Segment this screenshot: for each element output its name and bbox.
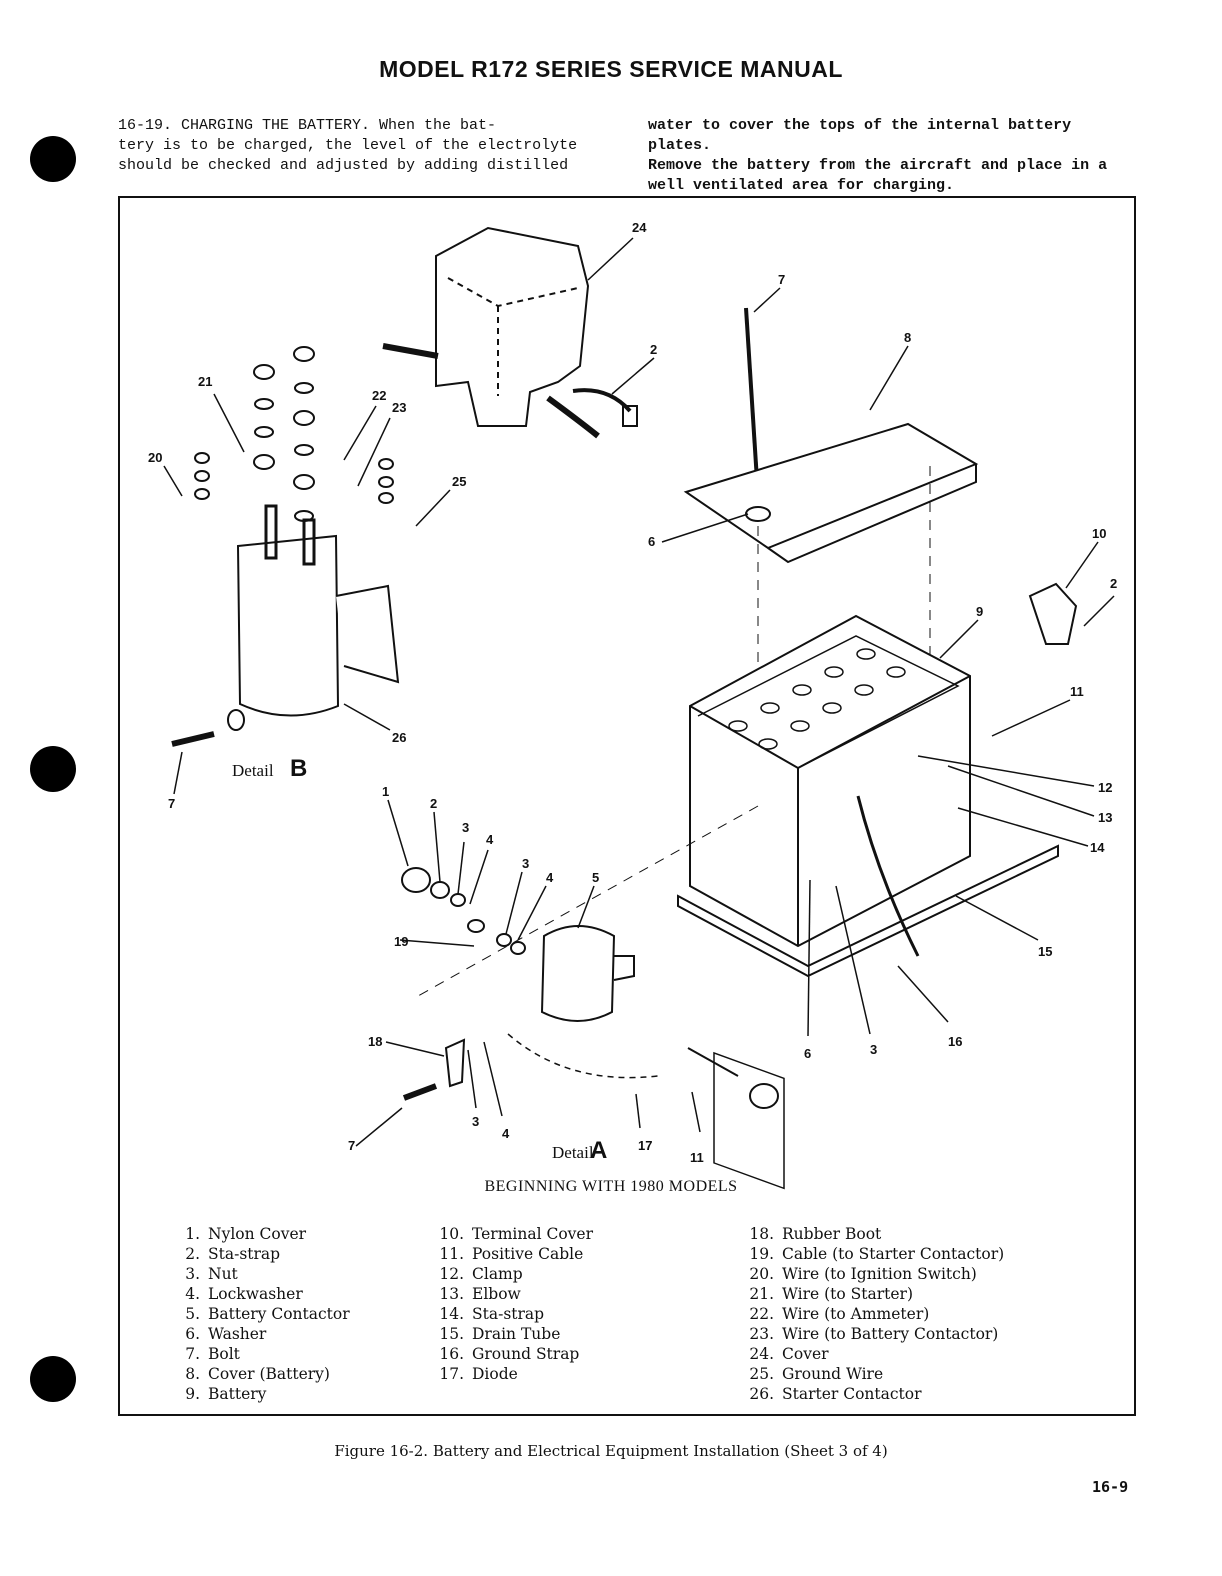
starter-contactor-drawing — [171, 504, 400, 747]
callout-label: 8 — [904, 330, 911, 345]
legend-item: 2.Sta-strap — [185, 1245, 281, 1263]
callout-label: 17 — [638, 1138, 652, 1153]
legend-item: 15.Drain Tube — [439, 1325, 561, 1343]
callout-label: 23 — [392, 400, 406, 415]
battery-drawing — [677, 614, 1059, 1190]
legend-column-2: 10.Terminal Cover 11.Positive Cable 12.C… — [434, 1224, 593, 1384]
paragraph-col-1: 16-19. CHARGING THE BATTERY. When the ba… — [118, 116, 608, 176]
legend-item: 8.Cover (Battery) — [185, 1365, 330, 1383]
callout-label: 19 — [394, 934, 408, 949]
exploded-view-diagram: 24 7 2 8 21 22 23 20 25 6 10 2 9 11 26 7… — [148, 220, 1117, 1190]
callout-label: 3 — [472, 1114, 479, 1129]
binder-hole-2 — [30, 746, 76, 792]
legend-item: 25.Ground Wire — [749, 1365, 884, 1383]
callout-label: 15 — [1038, 944, 1052, 959]
callout-label: 5 — [592, 870, 599, 885]
callout-label: 7 — [348, 1138, 355, 1153]
hardware-stack-b — [194, 346, 394, 522]
callout-label: 22 — [372, 388, 386, 403]
callout-label: 3 — [462, 820, 469, 835]
legend-item: 4.Lockwasher — [185, 1285, 303, 1303]
legend-column-1: 1.Nylon Cover 2.Sta-strap 3.Nut 4.Lockwa… — [170, 1224, 350, 1404]
page-number: 16-9 — [1092, 1478, 1129, 1496]
detail-a-label: Detail A — [552, 1137, 607, 1164]
callout-label: 4 — [486, 832, 494, 847]
callout-label: 6 — [804, 1046, 811, 1061]
callout-label: 7 — [168, 796, 175, 811]
callout-label: 21 — [198, 374, 212, 389]
battery-cover-drawing — [683, 307, 979, 676]
callout-label: 7 — [778, 272, 785, 287]
legend-item: 11.Positive Cable — [439, 1245, 584, 1263]
detail-b-letter: B — [290, 755, 307, 782]
callout-label: 24 — [632, 220, 647, 235]
legend-item: 6.Washer — [185, 1325, 267, 1343]
legend-item: 23.Wire (to Battery Contactor) — [749, 1325, 999, 1343]
binder-hole-1 — [30, 136, 76, 182]
models-caption: BEGINNING WITH 1980 MODELS — [484, 1178, 738, 1195]
callout-label: 10 — [1092, 526, 1106, 541]
legend-column-3: 18.Rubber Boot 19.Cable (to Starter Cont… — [744, 1224, 1004, 1404]
callout-label: 4 — [502, 1126, 510, 1141]
binder-hole-3 — [30, 1356, 76, 1402]
callout-label: 13 — [1098, 810, 1112, 825]
detail-b-label: Detail B — [232, 755, 307, 782]
leader-lines — [163, 237, 1115, 1147]
paragraph-line: well ventilated area for charging. — [648, 177, 955, 194]
cover-drawing — [382, 226, 638, 439]
paragraph-line: tery is to be charged, the level of the … — [118, 137, 578, 154]
legend-item: 7.Bolt — [185, 1345, 240, 1363]
legend-item: 26.Starter Contactor — [749, 1385, 922, 1403]
figure-frame — [118, 196, 1136, 1416]
callout-label: 2 — [650, 342, 657, 357]
callout-label: 12 — [1098, 780, 1112, 795]
paragraph-line: should be checked and adjusted by adding… — [118, 157, 569, 174]
callout-label: 4 — [546, 870, 554, 885]
legend-item: 21.Wire (to Starter) — [749, 1285, 914, 1303]
callout-label: 16 — [948, 1034, 962, 1049]
callout-label: 11 — [690, 1150, 704, 1165]
callout-label: 14 — [1090, 840, 1105, 855]
legend-item: 17.Diode — [439, 1365, 518, 1383]
callout-label: 18 — [368, 1034, 382, 1049]
callout-label: 2 — [1110, 576, 1117, 591]
detail-a-word: Detail — [552, 1143, 594, 1162]
paragraph-line: Remove the battery from the aircraft and… — [648, 157, 1108, 174]
callout-label: 3 — [870, 1042, 877, 1057]
terminal-cover-drawing — [1028, 582, 1078, 645]
legend-item: 9.Battery — [185, 1385, 267, 1403]
figure-caption: Figure 16-2. Battery and Electrical Equi… — [334, 1442, 888, 1460]
battery-contactor-drawing — [401, 805, 779, 1109]
callout-label: 11 — [1070, 684, 1084, 699]
legend-item: 13.Elbow — [439, 1285, 521, 1303]
paragraph-line: water to cover the tops of the internal … — [648, 117, 1072, 154]
page-title: MODEL R172 SERIES SERVICE MANUAL — [379, 56, 843, 82]
callout-label: 9 — [976, 604, 983, 619]
legend-item: 1.Nylon Cover — [185, 1225, 307, 1243]
callout-label: 20 — [148, 450, 162, 465]
callout-label: 2 — [430, 796, 437, 811]
legend-item: 16.Ground Strap — [439, 1345, 580, 1363]
legend-item: 18.Rubber Boot — [749, 1225, 882, 1243]
callout-label: 1 — [382, 784, 389, 799]
legend-item: 14.Sta-strap — [439, 1305, 545, 1323]
legend-item: 3.Nut — [185, 1265, 238, 1283]
legend-item: 10.Terminal Cover — [439, 1225, 594, 1243]
callout-label: 25 — [452, 474, 466, 489]
callout-label: 26 — [392, 730, 406, 745]
callout-label: 6 — [648, 534, 655, 549]
legend-item: 19.Cable (to Starter Contactor) — [749, 1245, 1005, 1263]
legend-item: 12.Clamp — [439, 1265, 523, 1283]
detail-a-letter: A — [590, 1137, 607, 1164]
legend-item: 20.Wire (to Ignition Switch) — [749, 1265, 977, 1283]
callout-labels: 24 7 2 8 21 22 23 20 25 6 10 2 9 11 26 7… — [148, 220, 1117, 1165]
legend-item: 22.Wire (to Ammeter) — [749, 1305, 930, 1323]
legend-item: 24.Cover — [749, 1345, 829, 1363]
paragraph-col-2: water to cover the tops of the internal … — [648, 116, 1118, 196]
detail-b-word: Detail — [232, 761, 274, 780]
legend-item: 5.Battery Contactor — [185, 1305, 350, 1323]
paragraph-line: 16-19. CHARGING THE BATTERY. When the ba… — [118, 117, 497, 134]
callout-label: 3 — [522, 856, 529, 871]
